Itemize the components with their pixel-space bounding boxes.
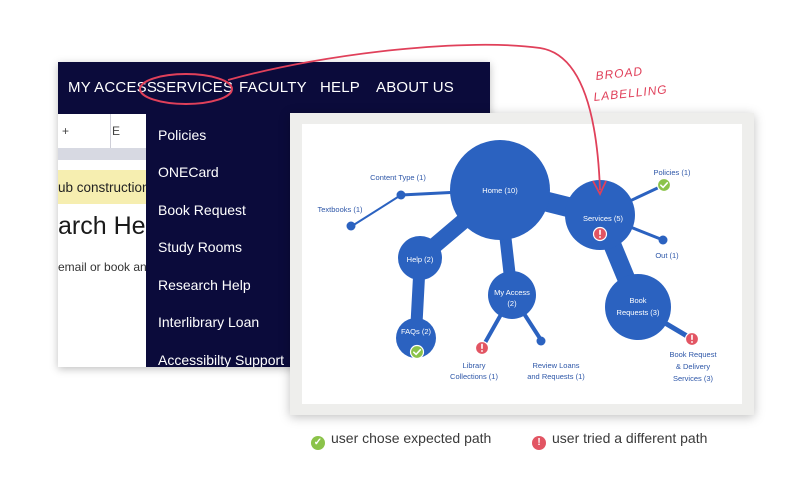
nav-help[interactable]: HELP [320, 79, 360, 96]
label-book-requests-line2: Requests (3) [617, 308, 660, 317]
services-highlight-circle [139, 73, 233, 105]
node-faqs [396, 318, 436, 358]
nav-faculty[interactable]: FACULTY [239, 79, 307, 96]
label-myaccess-line1: My Access [494, 288, 530, 297]
services-dropdown-menu: Policies ONECard Book Request Study Room… [146, 114, 296, 367]
page-body-text: email or book an a [58, 260, 157, 274]
label-book-request-delivery-line1: Book Request [669, 350, 717, 359]
menu-item-policies[interactable]: Policies [158, 127, 207, 143]
label-policies: Policies (1) [653, 168, 691, 177]
node-out [658, 235, 668, 245]
sub-toolbar-divider [110, 114, 111, 148]
menu-item-research-help[interactable]: Research Help [158, 277, 251, 293]
node-myaccess [488, 271, 536, 319]
label-textbooks: Textbooks (1) [317, 205, 363, 214]
label-faqs: FAQs (2) [401, 327, 432, 336]
node-book-requests [605, 274, 671, 340]
node-home [450, 140, 550, 240]
menu-item-interlibrary-loan[interactable]: Interlibrary Loan [158, 314, 260, 330]
edge-contenttype-textbooks [351, 194, 402, 227]
annotation-labelling: LABELLING [593, 82, 668, 104]
construction-notice-text: ub construction. A [58, 180, 166, 195]
expand-button[interactable]: + [62, 124, 70, 138]
legend-different: ! user tried a different path [532, 430, 707, 450]
menu-item-accessibility-support[interactable]: Accessibilty Support [158, 352, 285, 367]
label-book-requests-line1: Book [629, 296, 646, 305]
warning-icon [474, 340, 490, 356]
legend-different-label: user tried a different path [552, 430, 708, 446]
nav-services[interactable]: SERVICES [156, 79, 234, 96]
warning-icon: ! [532, 436, 546, 450]
label-help: Help (2) [407, 255, 434, 264]
label-book-request-delivery-line2: & Delivery [676, 362, 710, 371]
node-textbooks [346, 221, 356, 231]
annotation-arrow [227, 43, 601, 191]
check-icon: ✓ [311, 436, 325, 450]
node-help [398, 236, 442, 280]
menu-item-onecard[interactable]: ONECard [158, 164, 219, 180]
label-review-loans-line1: Review Loans [532, 361, 579, 370]
label-content-type: Content Type (1) [370, 173, 426, 182]
sub-toolbar-label: E [112, 124, 121, 138]
annotation-broad: BROAD [595, 64, 644, 83]
label-review-loans-line2: and Requests (1) [527, 372, 585, 381]
legend-expected-label: user chose expected path [331, 430, 492, 446]
arrow-head-icon [592, 180, 607, 197]
node-content-type [396, 190, 406, 200]
label-services: Services (5) [583, 214, 624, 223]
main-navigation: MY ACCESS SERVICES FACULTY HELP ABOUT US [58, 62, 490, 114]
label-library-collections-line2: Collections (1) [450, 372, 498, 381]
label-out: Out (1) [655, 251, 679, 260]
nav-my-access[interactable]: MY ACCESS [68, 79, 158, 96]
node-review-loans [536, 336, 546, 346]
label-book-request-delivery-line3: Services (3) [673, 374, 714, 383]
menu-item-book-request[interactable]: Book Request [158, 202, 246, 218]
label-home: Home (10) [482, 186, 518, 195]
menu-item-study-rooms[interactable]: Study Rooms [158, 239, 243, 255]
warning-icon [684, 331, 700, 347]
check-icon [656, 177, 672, 193]
nav-about-us[interactable]: ABOUT US [376, 79, 455, 96]
label-library-collections-line1: Library [463, 361, 486, 370]
legend-expected: ✓ user chose expected path [311, 430, 491, 450]
label-myaccess-line2: (2) [507, 299, 517, 308]
node-services [565, 180, 635, 250]
warning-icon [592, 226, 608, 242]
check-icon [409, 344, 425, 360]
